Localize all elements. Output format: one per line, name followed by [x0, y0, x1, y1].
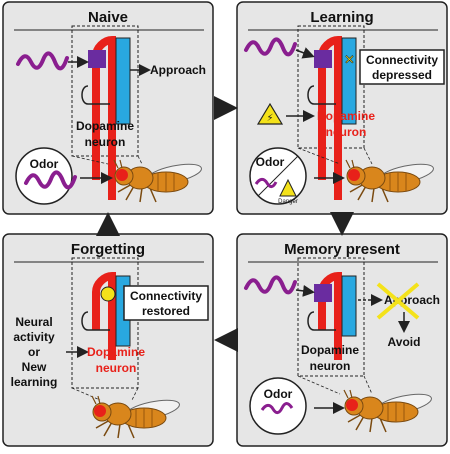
neuron-label-line2: neuron — [96, 361, 137, 375]
neuron-label-line1: Dopamine — [87, 345, 145, 359]
kenyon-cell-shape — [88, 50, 106, 68]
danger-small-icon — [279, 178, 297, 197]
neuron-label-line2: neuron — [85, 135, 126, 149]
odor-label: Odor — [264, 387, 293, 401]
left-label-line5: learning — [11, 375, 58, 389]
left-label-line2: activity — [13, 330, 55, 344]
left-label-line4: New — [22, 360, 47, 374]
neuron-label-line2: neuron — [310, 359, 351, 373]
connectivity-box — [359, 49, 445, 85]
panel-title-learning: Learning — [310, 9, 373, 26]
odor-circle — [15, 147, 73, 205]
odor-label: Odor — [30, 157, 59, 171]
connectivity-label-line1: Connectivity — [366, 53, 438, 67]
dopamine-neuron-shape — [92, 271, 116, 360]
kenyon-cell-shape — [314, 284, 332, 302]
panel-title-forgetting: Forgetting — [71, 241, 145, 258]
connectivity-box — [123, 285, 209, 321]
lightning-icon: ⚡ — [266, 113, 273, 124]
output-neuron-shape — [115, 37, 131, 125]
odor-wave-small-icon — [254, 177, 278, 189]
connectivity-label-line2: restored — [142, 304, 190, 318]
panel-memory-present: Memory present Approach Avoid Dopamine n… — [236, 233, 448, 447]
odor-circle — [249, 377, 307, 435]
depression-mark-icon: ✕ — [344, 52, 355, 67]
neuron-label-line1: Dopamine — [301, 343, 359, 357]
panel-learning: Learning ✕ Connectivity depressed ⚡ Dopa… — [236, 1, 448, 215]
panel-title-naive: Naive — [88, 9, 128, 26]
neuron-label-line1: Dopamine — [76, 119, 134, 133]
left-label-line3: or — [28, 345, 40, 359]
avoid-label: Avoid — [388, 335, 421, 349]
cross-out-icon — [376, 282, 420, 320]
left-label-line1: Neural — [15, 315, 52, 329]
approach-label: Approach — [150, 63, 206, 77]
neuron-label-line1: Dopamine — [317, 109, 375, 123]
odor-label: Odor — [256, 155, 285, 169]
odor-wave-small-icon — [260, 402, 294, 415]
panel-naive: Naive Approach Dopamine neuron Odor — [2, 1, 214, 215]
kenyon-cell-shape — [314, 50, 332, 68]
danger-sign-icon — [256, 102, 284, 125]
output-neuron-shape — [341, 37, 357, 125]
output-neuron-shape — [341, 275, 357, 337]
panel-title-memory: Memory present — [284, 241, 400, 258]
restoration-mark-icon — [100, 286, 116, 302]
connectivity-label-line2: depressed — [372, 68, 432, 82]
neuron-label-line2: neuron — [326, 125, 367, 139]
connectivity-label-line1: Connectivity — [130, 289, 202, 303]
panel-forgetting: Forgetting Connectivity restored Neural … — [2, 233, 214, 447]
danger-label: Danger — [278, 199, 298, 205]
